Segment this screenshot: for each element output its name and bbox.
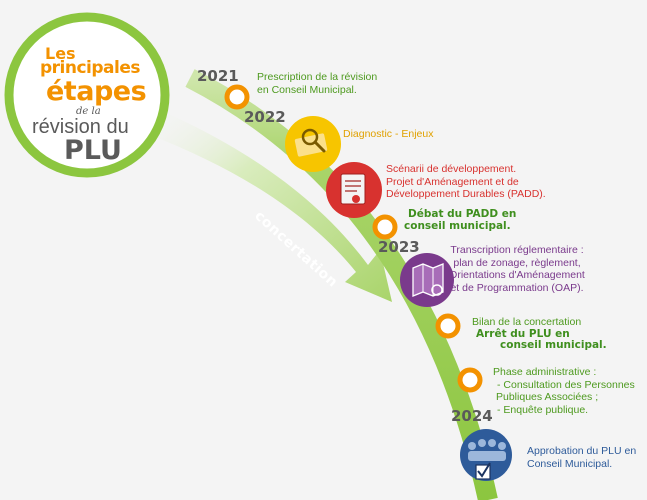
step-arret-line1: Bilan de la concertation	[472, 316, 582, 328]
step-administrative-line1: Phase administrative :	[493, 366, 597, 378]
page-title: Les principales étapes de la révision du…	[12, 40, 162, 170]
title-line-plu: PLU	[64, 135, 122, 166]
step-administrative-line3: Publiques Associées ;	[496, 391, 599, 403]
title-line-revision: révision du	[32, 116, 129, 138]
milestone-arret	[435, 313, 461, 339]
step-prescription-line2: en Conseil Municipal.	[257, 83, 357, 96]
year-2023: 2023	[378, 238, 420, 256]
timeline-band	[185, 69, 498, 500]
milestone-2021	[224, 84, 250, 110]
milestone-admin	[457, 367, 483, 393]
step-arret: Bilan de la concertation Arrêt du PLU en…	[472, 316, 607, 352]
year-2024: 2024	[451, 407, 493, 425]
step-approbation-line1: Approbation du PLU en	[527, 445, 637, 457]
step-debat-line1: Débat du PADD en	[408, 208, 517, 220]
step-prescription: Prescription de la révision en Conseil M…	[257, 71, 377, 96]
step-transcription: Transcription réglementaire : plan de zo…	[432, 244, 602, 294]
year-2021: 2021	[197, 67, 239, 85]
step-padd-line2: Projet d'Aménagement et de	[386, 175, 519, 188]
map-icon	[400, 253, 454, 307]
step-arret-line2: Arrêt du PLU en	[476, 327, 570, 340]
step-diagnostic: Diagnostic - Enjeux	[343, 128, 433, 141]
step-administrative: Phase administrative : - Consultation de…	[493, 366, 635, 416]
title-line-etapes: étapes	[46, 76, 147, 107]
magnifier-icon	[285, 116, 341, 172]
milestone-markers	[224, 84, 483, 393]
title-line-principales: principales	[40, 58, 141, 78]
step-administrative-line4: - Enquête publique.	[497, 403, 589, 416]
step-arret-line3: conseil municipal.	[500, 339, 607, 351]
title-line-de-la: de la	[76, 106, 101, 117]
milestone-padd	[372, 214, 398, 240]
step-diagnostic-line1: Diagnostic - Enjeux	[343, 128, 434, 140]
step-transcription-line3: Orientations d'Aménagement	[449, 269, 585, 281]
year-2022: 2022	[244, 108, 286, 126]
concertation-arrow	[150, 110, 392, 302]
step-debat-line2: conseil municipal.	[404, 219, 511, 232]
title-circle	[4, 12, 170, 178]
document-icon	[326, 162, 382, 218]
step-administrative-line2: - Consultation des Personnes	[497, 378, 635, 391]
title-line-les: Les	[45, 44, 76, 63]
step-prescription-line1: Prescription de la révision	[257, 71, 378, 83]
step-transcription-line1: Transcription réglementaire :	[450, 244, 584, 256]
step-padd: Scénarii de développement. Projet d'Amén…	[386, 163, 546, 201]
step-debat: Débat du PADD en conseil municipal.	[404, 208, 517, 232]
step-padd-line1: Scénarii de développement.	[386, 163, 517, 175]
step-transcription-line4: et de Programmation (OAP).	[450, 281, 584, 294]
step-approbation-line2: Conseil Municipal.	[527, 457, 613, 470]
step-padd-line3: Développement Durables (PADD).	[386, 188, 546, 200]
council-approval-icon	[460, 429, 512, 481]
step-transcription-line2: plan de zonage, règlement,	[453, 256, 581, 269]
step-approbation: Approbation du PLU en Conseil Municipal.	[527, 445, 636, 470]
